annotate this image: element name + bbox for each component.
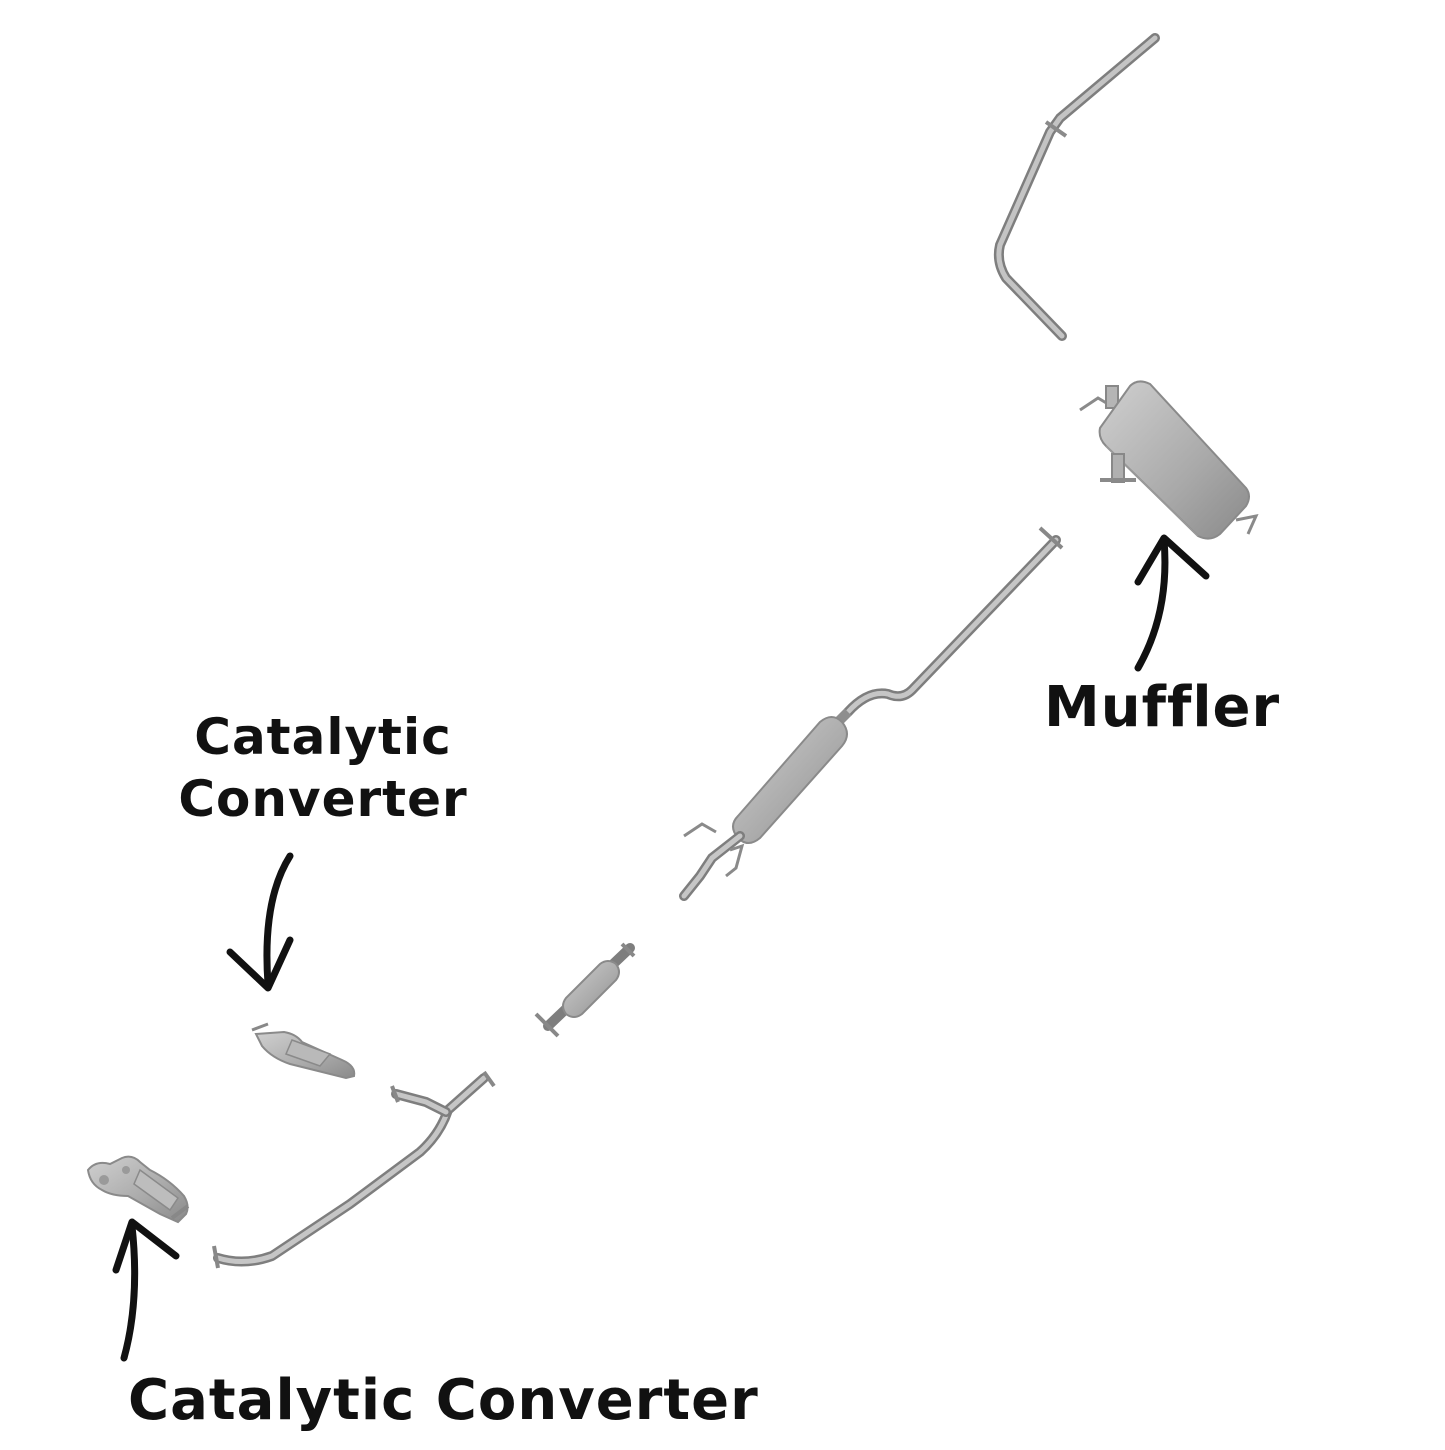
lower-catalytic-converter-part xyxy=(86,1155,190,1224)
upper-catalytic-label-line1: Catalytic xyxy=(194,708,452,766)
muffler-label: Muffler xyxy=(1044,675,1281,740)
upper-catalytic-converter-label: Catalytic Converter xyxy=(178,706,468,830)
muffler-part xyxy=(1079,380,1259,540)
upper-catalytic-converter-part xyxy=(251,1022,356,1080)
lower-catalytic-converter-label: Catalytic Converter xyxy=(128,1368,759,1433)
lower-catalytic-arrow xyxy=(112,1218,180,1362)
tail-pipe xyxy=(993,33,1160,341)
upper-catalytic-arrow xyxy=(226,852,294,992)
flex-pipe xyxy=(534,942,636,1038)
y-pipe xyxy=(212,1070,496,1269)
muffler-arrow xyxy=(1134,534,1210,672)
upper-catalytic-label-line2: Converter xyxy=(178,770,468,828)
resonator-pipe xyxy=(679,526,1064,901)
